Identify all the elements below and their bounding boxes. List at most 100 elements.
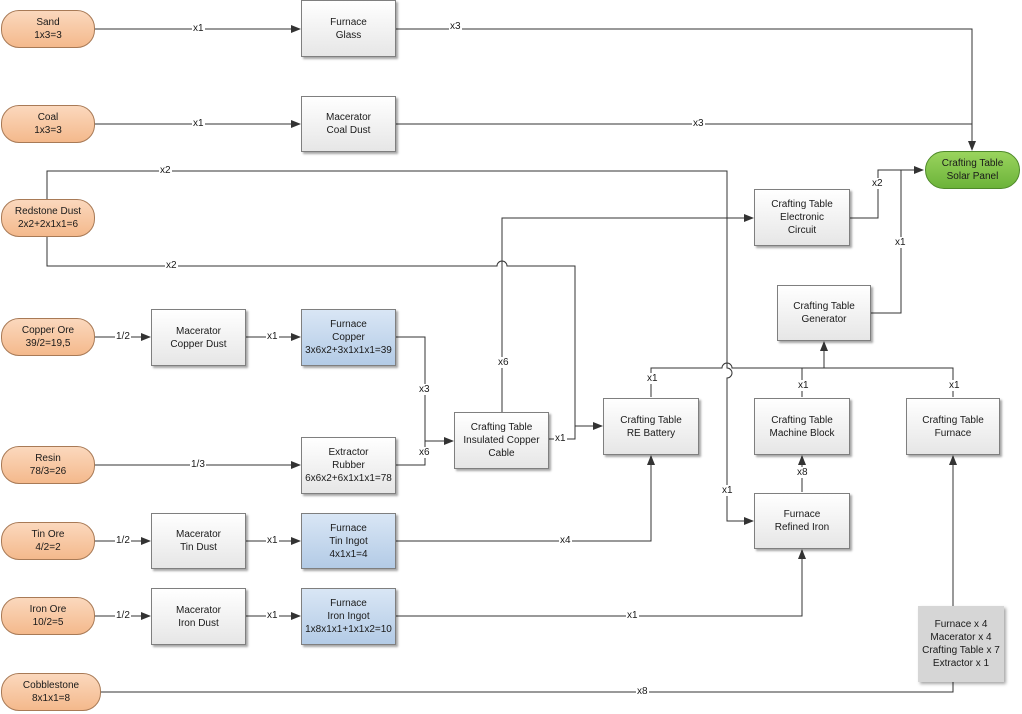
node-product: Iron Dust: [178, 617, 219, 629]
node-product: Solar Panel: [946, 171, 999, 182]
node-macerator-iron-dust: Macerator Iron Dust: [151, 588, 246, 645]
node-re-battery: Crafting Table RE Battery: [603, 398, 699, 455]
edge-cobble-furnace: [100, 455, 957, 693]
node-title: Redstone Dust: [14, 206, 82, 217]
node-quantity: 10/2=5: [32, 617, 64, 628]
node-title: Copper Ore: [21, 325, 75, 336]
node-quantity: 78/3=26: [29, 466, 67, 477]
edge-label: x6: [418, 447, 431, 458]
node-product-cont: Circuit: [787, 225, 817, 236]
node-macerator-copper-dust: Macerator Copper Dust: [151, 309, 246, 366]
node-quantity: 1x3=3: [34, 125, 62, 136]
node-quantity: 4/2=2: [35, 542, 61, 553]
edge-label: x1: [626, 610, 639, 621]
edge-label: x1: [721, 485, 734, 496]
node-resin: Resin 78/3=26: [1, 446, 95, 484]
node-furnace-copper: Furnace Copper 3x6x2+3x1x1x1=39: [301, 309, 396, 366]
edge-redstone-battery: [46, 236, 603, 430]
edge-label: x1: [894, 237, 907, 248]
node-title: Sand: [36, 17, 60, 28]
node-quantity: 8x1x1=8: [31, 693, 71, 704]
node-machine: Crafting Table: [771, 199, 833, 210]
node-product: Rubber: [332, 460, 365, 471]
node-product: Insulated Copper: [463, 435, 540, 446]
node-quantity: 4x1x1=4: [329, 548, 368, 560]
edge-label: x1: [797, 380, 810, 391]
edge-label: x1: [646, 373, 659, 384]
node-coal: Coal 1x3=3: [1, 105, 95, 143]
node-title: Tin Ore: [31, 529, 65, 540]
summary-furnace: Furnace x 4: [934, 619, 988, 630]
edge-label: x4: [559, 535, 572, 546]
node-machine: Furnace: [783, 509, 821, 520]
node-product: Copper Dust: [170, 338, 227, 350]
node-title: Coal: [37, 112, 59, 123]
node-refined-iron: Furnace Refined Iron: [754, 493, 850, 549]
edge-generator-solar: [871, 170, 902, 314]
edge-tin-battery: [396, 455, 655, 542]
edge-label: x2: [165, 260, 178, 271]
node-title: Iron Ore: [29, 604, 67, 615]
node-sand: Sand 1x3=3: [1, 10, 95, 48]
node-quantity: 1x8x1x1+1x1x2=10: [305, 624, 392, 635]
edge-cable-circuit: [501, 214, 754, 412]
edge-label: x1: [266, 331, 279, 342]
edge-label: x8: [796, 467, 809, 478]
node-product: Glass: [335, 29, 362, 41]
node-machine: Extractor: [328, 447, 369, 458]
summary-extractor: Extractor x 1: [932, 658, 990, 669]
machine-count-summary: Furnace x 4 Macerator x 4 Crafting Table…: [918, 606, 1004, 682]
node-machine: Macerator: [175, 604, 221, 616]
node-machine: Furnace: [330, 319, 367, 330]
node-cobblestone: Cobblestone 8x1x1=8: [1, 673, 101, 711]
node-furnace-glass: Furnace Glass: [301, 0, 396, 57]
edge-label: x3: [418, 384, 431, 395]
edge-iron-refined: [396, 549, 806, 617]
node-product: Refined Iron: [774, 522, 830, 533]
edge-label: x6: [497, 357, 510, 368]
node-product: Generator: [801, 314, 847, 325]
node-product: Machine Block: [769, 427, 835, 439]
edge-battery-generator: [650, 362, 954, 397]
edge-label: 1/2: [115, 331, 131, 342]
node-machine-block: Crafting Table Machine Block: [754, 398, 850, 455]
node-quantity: 3x6x2+3x1x1x1=39: [305, 345, 392, 356]
node-product-cont: Cable: [488, 448, 515, 459]
edge-circuit-solar: [850, 166, 924, 219]
summary-crafting-table: Crafting Table x 7: [922, 645, 1000, 656]
edge-label: x1: [948, 380, 961, 391]
node-macerator-tin-dust: Macerator Tin Dust: [151, 513, 246, 569]
node-machine: Furnace: [330, 522, 367, 534]
edge-glass-solar: [396, 28, 976, 151]
node-title: Resin: [35, 453, 61, 464]
node-quantity: 39/2=19,5: [25, 338, 71, 349]
node-title: Cobblestone: [22, 680, 80, 691]
node-solar-panel: Crafting Table Solar Panel: [925, 151, 1020, 189]
node-crafting-furnace: Crafting Table Furnace: [906, 398, 1000, 455]
node-machine: Macerator: [325, 112, 371, 123]
node-machine: Crafting Table: [771, 414, 833, 426]
node-quantity: 2x2+2x1x1=6: [17, 219, 79, 230]
summary-macerator: Macerator x 4: [930, 632, 992, 643]
node-furnace-iron-ingot: Furnace Iron Ingot 1x8x1x1+1x1x2=10: [301, 588, 396, 645]
node-machine: Furnace: [330, 598, 367, 609]
node-machine: Furnace: [330, 16, 367, 28]
edge-label: 1/2: [115, 610, 131, 621]
node-machine: Crafting Table: [941, 158, 1004, 169]
node-product: Electronic: [780, 212, 824, 223]
edge-label: x1: [192, 118, 205, 129]
node-product: Coal Dust: [326, 125, 371, 136]
node-product: Tin Ingot: [329, 535, 368, 547]
node-electronic-circuit: Crafting Table Electronic Circuit: [754, 189, 850, 246]
node-machine: Macerator: [175, 529, 221, 540]
edge-redstone-refined: [46, 170, 754, 525]
edge-label: 1/3: [190, 459, 206, 470]
node-product: Tin Dust: [180, 542, 217, 553]
edge-label: 1/2: [115, 535, 131, 546]
node-generator: Crafting Table Generator: [777, 285, 871, 341]
node-macerator-coal-dust: Macerator Coal Dust: [301, 96, 396, 152]
node-tin-ore: Tin Ore 4/2=2: [1, 522, 95, 560]
node-redstone-dust: Redstone Dust 2x2+2x1x1=6: [1, 199, 95, 237]
node-quantity: 1x3=3: [34, 30, 62, 41]
